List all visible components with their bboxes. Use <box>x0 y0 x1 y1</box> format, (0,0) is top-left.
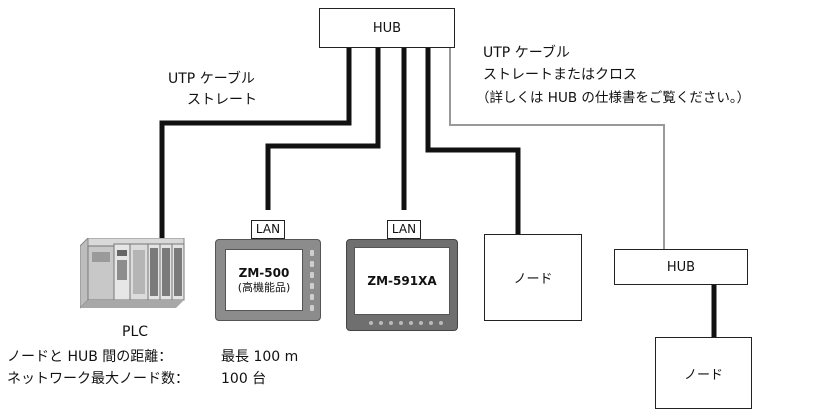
cable-to-zm500 <box>268 48 378 210</box>
node-bottom-label: ノード <box>684 364 723 383</box>
zm591-model: ZM-591XA <box>367 274 436 289</box>
hub-top-label: HUB <box>373 21 401 36</box>
zm500-screen: ZM-500 (高機能品) <box>225 249 303 311</box>
spec-count-value: 100 台 <box>221 371 266 388</box>
spec-count-label: ネットワーク最大ノード数： <box>7 371 189 388</box>
spec-distance-value: 最長 100 m <box>221 349 298 366</box>
spec-distance-label: ノードと HUB 間の距離： <box>7 349 172 366</box>
plc-device <box>80 238 188 310</box>
cable-right-line2: ストレートまたはクロス <box>483 67 637 84</box>
lan-label-zm500: LAN <box>251 220 285 239</box>
zm500-side-keys <box>310 250 314 311</box>
cable-right-line1: UTP ケーブル <box>483 45 570 62</box>
node-bottom: ノード <box>655 337 752 409</box>
cable-left-line2: ストレート <box>187 92 257 109</box>
cable-right-line3: （詳しくは HUB の仕様書をご覧ください。） <box>476 90 750 107</box>
zm500-panel: ZM-500 (高機能品) <box>215 239 321 321</box>
plc-icon <box>80 238 188 310</box>
node-center: ノード <box>484 234 582 321</box>
zm591-bottom-keys <box>369 321 443 325</box>
zm591-panel: ZM-591XA <box>346 239 458 331</box>
hub-top: HUB <box>319 8 455 48</box>
hub-right: HUB <box>614 249 748 285</box>
node-center-label: ノード <box>513 268 552 287</box>
zm591-screen: ZM-591XA <box>354 247 450 315</box>
zm500-sub: (高機能品) <box>238 281 291 295</box>
plc-label: PLC <box>122 324 148 341</box>
lan-label-zm591: LAN <box>387 220 421 239</box>
hub-right-label: HUB <box>667 260 695 275</box>
cable-left-line1: UTP ケーブル <box>168 71 255 88</box>
zm500-model: ZM-500 <box>239 266 290 281</box>
